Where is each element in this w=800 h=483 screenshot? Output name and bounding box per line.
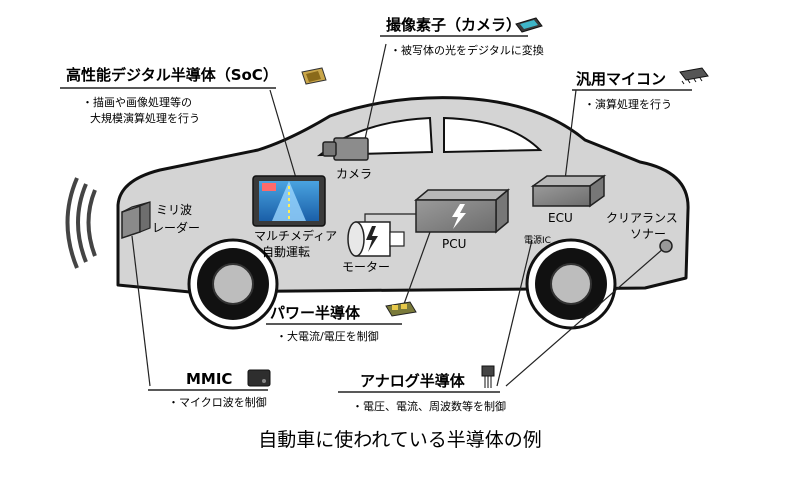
leader-lines (131, 43, 665, 387)
label-multimedia-1: マルチメディア (254, 228, 337, 243)
rear-wheel (525, 238, 617, 330)
label-sonar-1: クリアランス (606, 211, 678, 225)
pcu-unit (413, 188, 511, 234)
callout-mmic-title: MMIC (186, 370, 232, 388)
microcontroller-icon (679, 67, 709, 85)
figure-caption: 自動車に使われている半導体の例 (258, 429, 541, 451)
callout-mmic-desc: ・マイクロ波を制御 (168, 395, 267, 409)
label-pcu: PCU (442, 237, 466, 251)
front-wheel (187, 238, 279, 330)
car-body (116, 96, 690, 294)
car-window-rear (443, 116, 543, 154)
mmic-chip-icon (247, 369, 271, 387)
ecu-unit (530, 174, 607, 208)
callout-soc-desc-2: 大規模演算処理を行う (90, 111, 200, 125)
transistor-icon (481, 365, 495, 388)
callout-mcu-title: 汎用マイコン (576, 70, 666, 88)
label-radar-1: ミリ波 (156, 203, 192, 217)
callout-mcu-desc: ・演算処理を行う (584, 97, 672, 111)
callout-camera-sensor-title: 撮像素子（カメラ） (386, 16, 521, 34)
callout-analog-title: アナログ半導体 (360, 372, 466, 390)
sonar-sensor (659, 239, 673, 253)
label-motor: モーター (342, 260, 390, 274)
callout-soc-desc-1: ・描画や画像処理等の (82, 95, 192, 109)
label-sonar-2: ソナー (630, 227, 666, 241)
label-multimedia-2: 自動運転 (262, 245, 310, 259)
radar-unit (121, 201, 151, 240)
callout-soc-title: 高性能デジタル半導体（SoC） (66, 66, 278, 84)
label-power-ic: 電源IC (524, 235, 551, 246)
callout-power-title: パワー半導体 (270, 304, 361, 322)
image-sensor-icon (515, 17, 543, 33)
callout-power-desc: ・大電流/電圧を制御 (276, 329, 379, 343)
motor-unit (347, 213, 418, 257)
label-camera: カメラ (336, 167, 372, 181)
power-module-icon (385, 301, 417, 317)
camera-unit (322, 137, 369, 161)
label-ecu: ECU (548, 211, 573, 225)
callout-analog-desc: ・電圧、電流、周波数等を制御 (352, 399, 506, 413)
multimedia-display (252, 175, 326, 227)
radar-waves (65, 177, 97, 269)
soc-chip-icon (301, 67, 327, 85)
callout-camera-sensor-desc: ・被写体の光をデジタルに変換 (390, 43, 544, 57)
label-radar-2: レーダー (152, 220, 200, 235)
